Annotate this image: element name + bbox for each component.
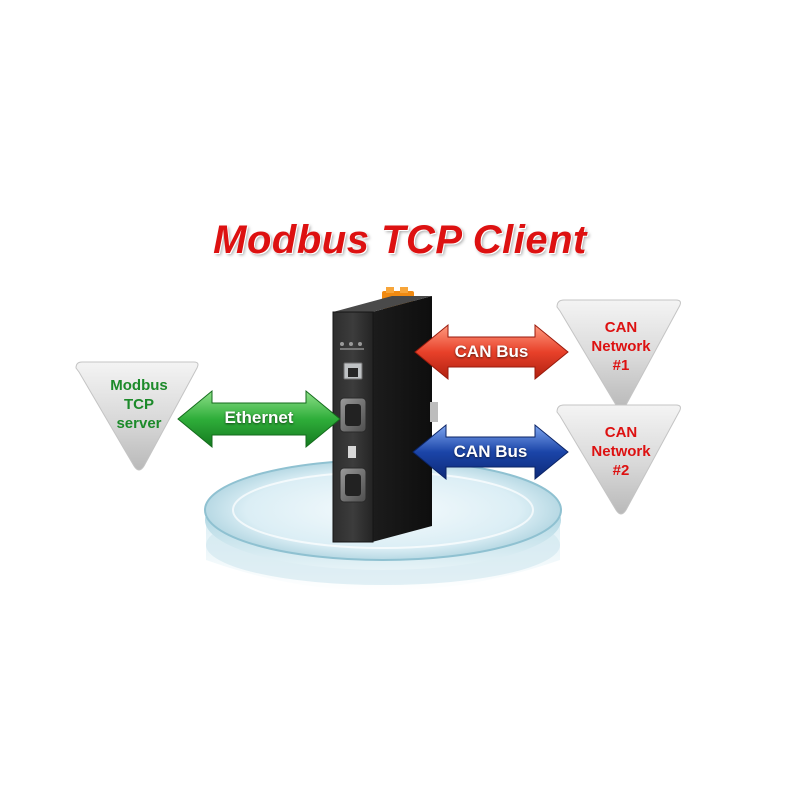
- can-network-2-line-2: Network: [591, 443, 651, 460]
- can-network-2-node-shape: [556, 404, 681, 515]
- modbus-server-label: Modbus TCP server: [96, 376, 182, 433]
- modbus-server-line-2: TCP: [124, 396, 154, 413]
- ethernet-arrow: [177, 389, 341, 449]
- can-network-1-label: CAN Network #1: [576, 318, 666, 375]
- can-network-2-label: CAN Network #2: [576, 423, 666, 480]
- can-network-1-line-1: CAN: [604, 319, 638, 336]
- can-network-2-line-1: CAN: [604, 424, 638, 441]
- modbus-server-line-1: Modbus: [110, 377, 168, 394]
- can-bus-top-label: CAN Bus: [454, 342, 529, 361]
- ethernet-label: Ethernet: [224, 408, 294, 427]
- modbus-server-node-shape: [75, 361, 199, 471]
- gateway-device-illustration: [332, 287, 438, 543]
- can-network-1-line-3: #1: [612, 357, 630, 374]
- can-bus-bottom-label: CAN Bus: [453, 442, 528, 461]
- can-network-2-line-3: #2: [612, 462, 630, 479]
- can-network-1-line-2: Network: [591, 338, 651, 355]
- diagram-title: Modbus TCP Client: [213, 218, 587, 262]
- can-bus-arrow-top: [414, 323, 569, 381]
- modbus-server-line-3: server: [116, 415, 162, 432]
- can-bus-arrow-bottom: [412, 423, 569, 481]
